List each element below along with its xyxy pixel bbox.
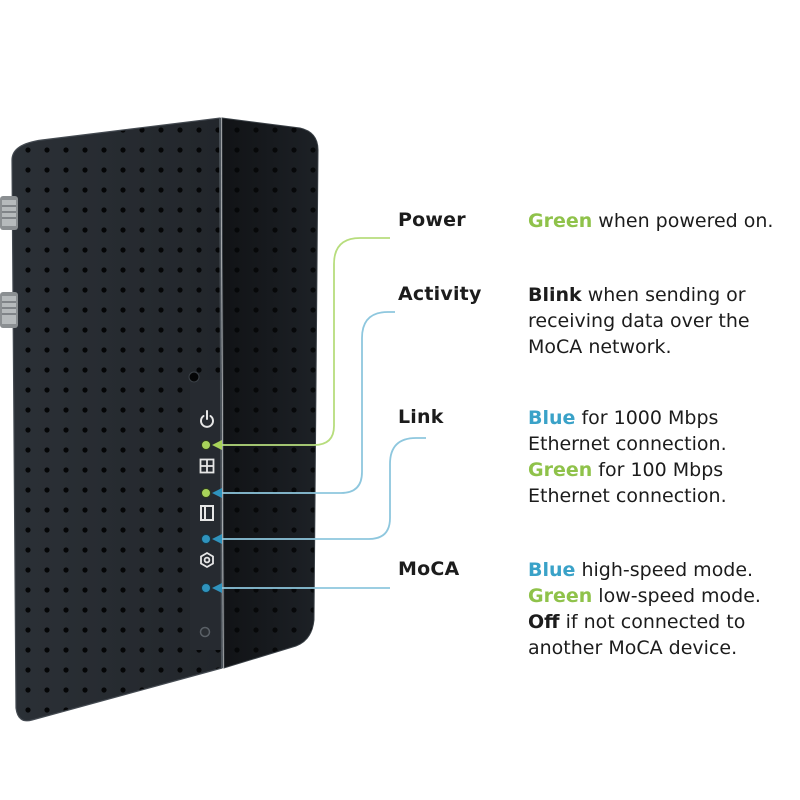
device-side-panel — [221, 117, 319, 669]
power-desc-line-1: Green when powered on. — [528, 208, 773, 234]
link-description: Blue for 1000 Mbps Ethernet connection. … — [528, 405, 727, 509]
text: when sending or — [581, 284, 746, 306]
moca-arrow — [212, 583, 222, 593]
keyword: Off — [528, 611, 560, 633]
text: another MoCA device. — [528, 637, 738, 659]
device-front-panel — [11, 117, 223, 722]
text: for 1000 Mbps — [575, 407, 719, 429]
coax-connector-bottom — [0, 292, 18, 328]
activity-callout-line — [216, 311, 395, 494]
link-desc-line-3: Green for 100 Mbps — [528, 457, 727, 483]
power-icon — [200, 410, 214, 428]
power-callout-line — [216, 237, 390, 446]
moca-desc-line-1: Blue high-speed mode. — [528, 557, 761, 583]
text: Ethernet connection. — [528, 485, 727, 507]
activity-arrow — [212, 488, 222, 498]
moca-desc-line-4: another MoCA device. — [528, 635, 761, 661]
power-arrow — [212, 440, 222, 450]
activity-label: Activity — [398, 283, 482, 305]
link-arrow — [212, 534, 222, 544]
power-description: Green when powered on. — [528, 208, 773, 234]
moca-desc-line-2: Green low-speed mode. — [528, 583, 761, 609]
link-callout-line — [216, 437, 426, 540]
link-led — [201, 534, 211, 544]
ethernet-icon — [200, 505, 214, 521]
activity-desc-line-2: receiving data over the — [528, 308, 750, 334]
moca-description: Blue high-speed mode. Green low-speed mo… — [528, 557, 761, 661]
link-label: Link — [398, 406, 444, 428]
moca-desc-line-3: Off if not connected to — [528, 609, 761, 635]
keyword: Green — [528, 210, 593, 232]
link-desc-line-1: Blue for 1000 Mbps — [528, 405, 727, 431]
reset-hole — [188, 371, 200, 383]
link-desc-line-2: Ethernet connection. — [528, 431, 727, 457]
text: Ethernet connection. — [528, 433, 727, 455]
text: for 100 Mbps — [592, 459, 724, 481]
text: high-speed mode. — [575, 559, 754, 581]
activity-desc-line-3: MoCA network. — [528, 334, 750, 360]
link-desc-line-4: Ethernet connection. — [528, 483, 727, 509]
activity-led — [201, 488, 211, 498]
keyword: Blue — [528, 407, 576, 429]
keyword: Blink — [528, 284, 582, 306]
keyword: Green — [528, 459, 593, 481]
text: when powered on. — [592, 210, 774, 232]
text: if not connected to — [559, 611, 746, 633]
keyword: Blue — [528, 559, 576, 581]
moca-label: MoCA — [398, 558, 460, 580]
coax-connector-top — [0, 196, 18, 230]
activity-desc-line-1: Blink when sending or — [528, 282, 750, 308]
activity-icon — [199, 458, 215, 474]
keyword: Green — [528, 585, 593, 607]
wps-button — [199, 626, 211, 638]
moca-icon — [200, 551, 214, 569]
text: receiving data over the — [528, 310, 750, 332]
power-label: Power — [398, 209, 466, 231]
activity-description: Blink when sending or receiving data ove… — [528, 282, 750, 360]
moca-led — [201, 583, 211, 593]
text: low-speed mode. — [592, 585, 761, 607]
text: MoCA network. — [528, 336, 672, 358]
power-led — [201, 440, 211, 450]
